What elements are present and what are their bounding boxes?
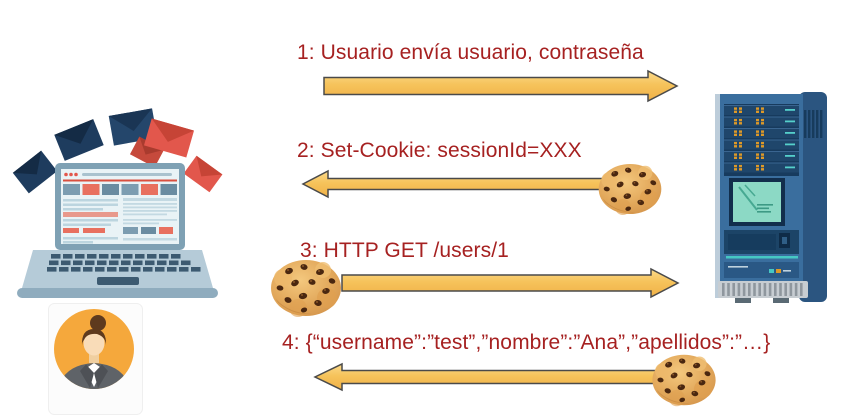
arrow-3-right-icon [341,267,680,299]
cookie-icon [596,160,664,218]
message-1-label: 1: Usuario envía usuario, contraseña [297,41,644,64]
cookie-icon [266,257,346,319]
arrow-4-left-icon [313,362,703,392]
server-tower-icon [715,92,827,303]
message-2-label: 2: Set-Cookie: sessionId=XXX [297,139,582,162]
businesswoman-avatar-icon [48,303,143,415]
laptop-with-mail-icon [12,108,223,298]
message-4-label: 4: {“username”:”test”,”nombre”:”Ana”,”ap… [282,331,771,354]
cookie-icon [646,352,722,408]
arrow-1-right-icon [323,69,679,103]
message-3-label: 3: HTTP GET /users/1 [300,239,509,262]
arrow-2-left-icon [301,169,643,199]
